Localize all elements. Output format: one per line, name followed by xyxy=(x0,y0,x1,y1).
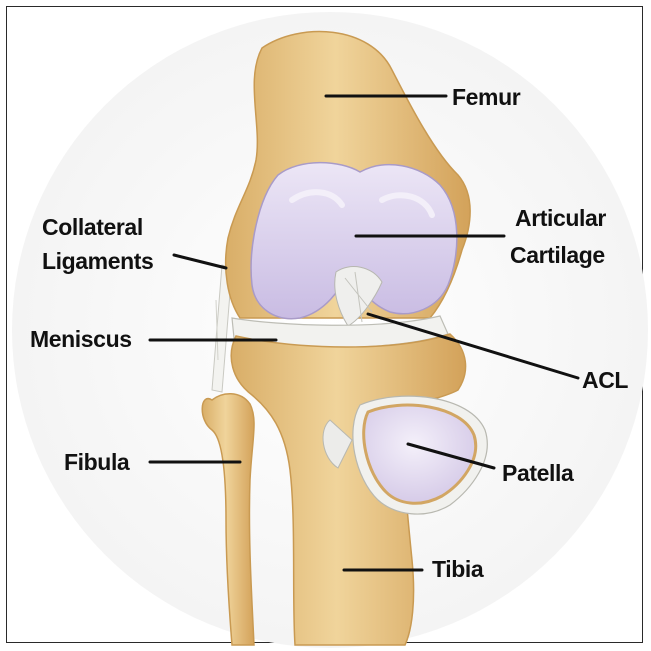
collateral-ligaments-label-line1: Collateral xyxy=(42,214,143,241)
patella-label: Patella xyxy=(502,460,573,487)
meniscus-label: Meniscus xyxy=(30,326,132,353)
articular-cartilage-label-line1: Articular xyxy=(515,205,606,232)
articular-cartilage-label-line2: Cartilage xyxy=(510,242,605,269)
femur-label: Femur xyxy=(452,84,520,111)
tibia-label: Tibia xyxy=(432,556,483,583)
fibula-label: Fibula xyxy=(64,449,129,476)
acl-label: ACL xyxy=(582,367,628,394)
collateral-ligaments-label-line2: Ligaments xyxy=(42,248,153,275)
